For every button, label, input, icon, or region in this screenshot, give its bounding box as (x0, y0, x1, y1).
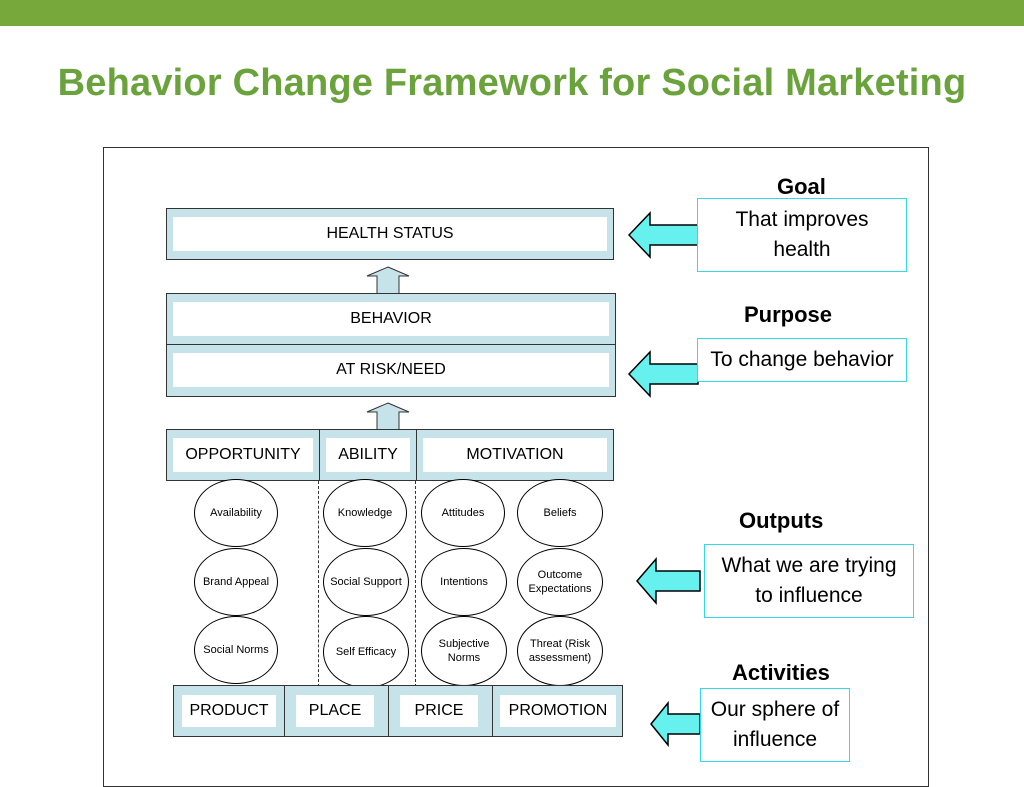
opportunity-label: OPPORTUNITY (173, 438, 313, 472)
goal-callout: That improves health (697, 198, 907, 272)
behavior-box: BEHAVIOR AT RISK/NEED (166, 293, 616, 397)
left-arrow-icon (636, 556, 701, 606)
behavior-label: BEHAVIOR (173, 302, 609, 336)
place-label: PLACE (296, 695, 374, 727)
goal-heading: Goal (777, 174, 826, 199)
top-accent-bar (0, 0, 1024, 26)
health-status-label: HEALTH STATUS (173, 217, 607, 251)
marketing-mix-box: PRODUCT PLACE PRICE PROMOTION (173, 685, 623, 737)
oval-outcome-expectations: Outcome Expectations (517, 548, 603, 616)
health-status-box: HEALTH STATUS (166, 208, 614, 260)
column-divider (318, 481, 319, 687)
oval-self-efficacy: Self Efficacy (323, 616, 409, 688)
oval-availability: Availability (194, 479, 278, 547)
product-label: PRODUCT (182, 695, 276, 727)
up-arrow-icon (366, 266, 410, 296)
purpose-callout: To change behavior (697, 338, 907, 382)
oval-beliefs: Beliefs (517, 479, 603, 547)
outputs-heading: Outputs (739, 508, 824, 533)
activities-callout: Our sphere of influence (700, 688, 850, 762)
slide-title: Behavior Change Framework for Social Mar… (57, 62, 967, 104)
purpose-heading: Purpose (744, 302, 833, 327)
oval-brand-appeal: Brand Appeal (194, 548, 278, 616)
oval-threat: Threat (Risk assessment) (517, 616, 603, 686)
outputs-callout: What we are trying to influence (704, 544, 914, 618)
ability-label: ABILITY (326, 438, 410, 472)
oval-subjective-norms: Subjective Norms (421, 616, 507, 686)
promotion-label: PROMOTION (500, 695, 616, 727)
at-risk-label: AT RISK/NEED (173, 353, 609, 387)
left-arrow-icon (650, 700, 701, 748)
oval-intentions: Intentions (421, 548, 507, 616)
oval-social-norms: Social Norms (194, 616, 278, 684)
price-label: PRICE (400, 695, 478, 727)
determinants-box: OPPORTUNITY ABILITY MOTIVATION (166, 429, 614, 481)
up-arrow-icon (366, 402, 410, 432)
left-arrow-icon (627, 350, 699, 398)
column-divider (415, 481, 416, 687)
oval-social-support: Social Support (323, 548, 409, 616)
left-arrow-icon (627, 211, 699, 259)
oval-knowledge: Knowledge (323, 479, 407, 547)
motivation-label: MOTIVATION (423, 438, 607, 472)
activities-heading: Activities (732, 660, 830, 685)
oval-attitudes: Attitudes (421, 479, 505, 547)
